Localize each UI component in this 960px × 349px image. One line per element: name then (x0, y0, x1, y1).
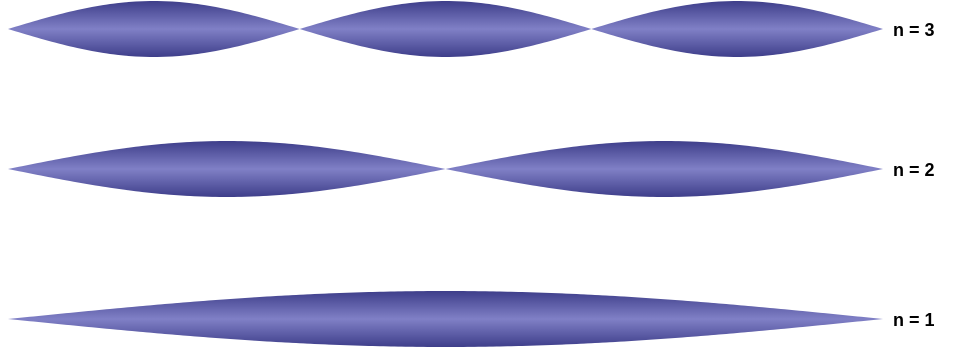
mode-label-n2: n = 2 (893, 160, 935, 180)
wave-envelope-n2 (8, 141, 883, 197)
mode-row-n2: n = 2 (8, 141, 935, 197)
mode-label-n1: n = 1 (893, 310, 935, 330)
mode-label-n3: n = 3 (893, 20, 935, 40)
wave-envelope-n1 (8, 291, 883, 347)
mode-row-n1: n = 1 (8, 291, 935, 347)
mode-row-n3: n = 3 (8, 1, 935, 57)
wave-envelope-n3 (8, 1, 883, 57)
